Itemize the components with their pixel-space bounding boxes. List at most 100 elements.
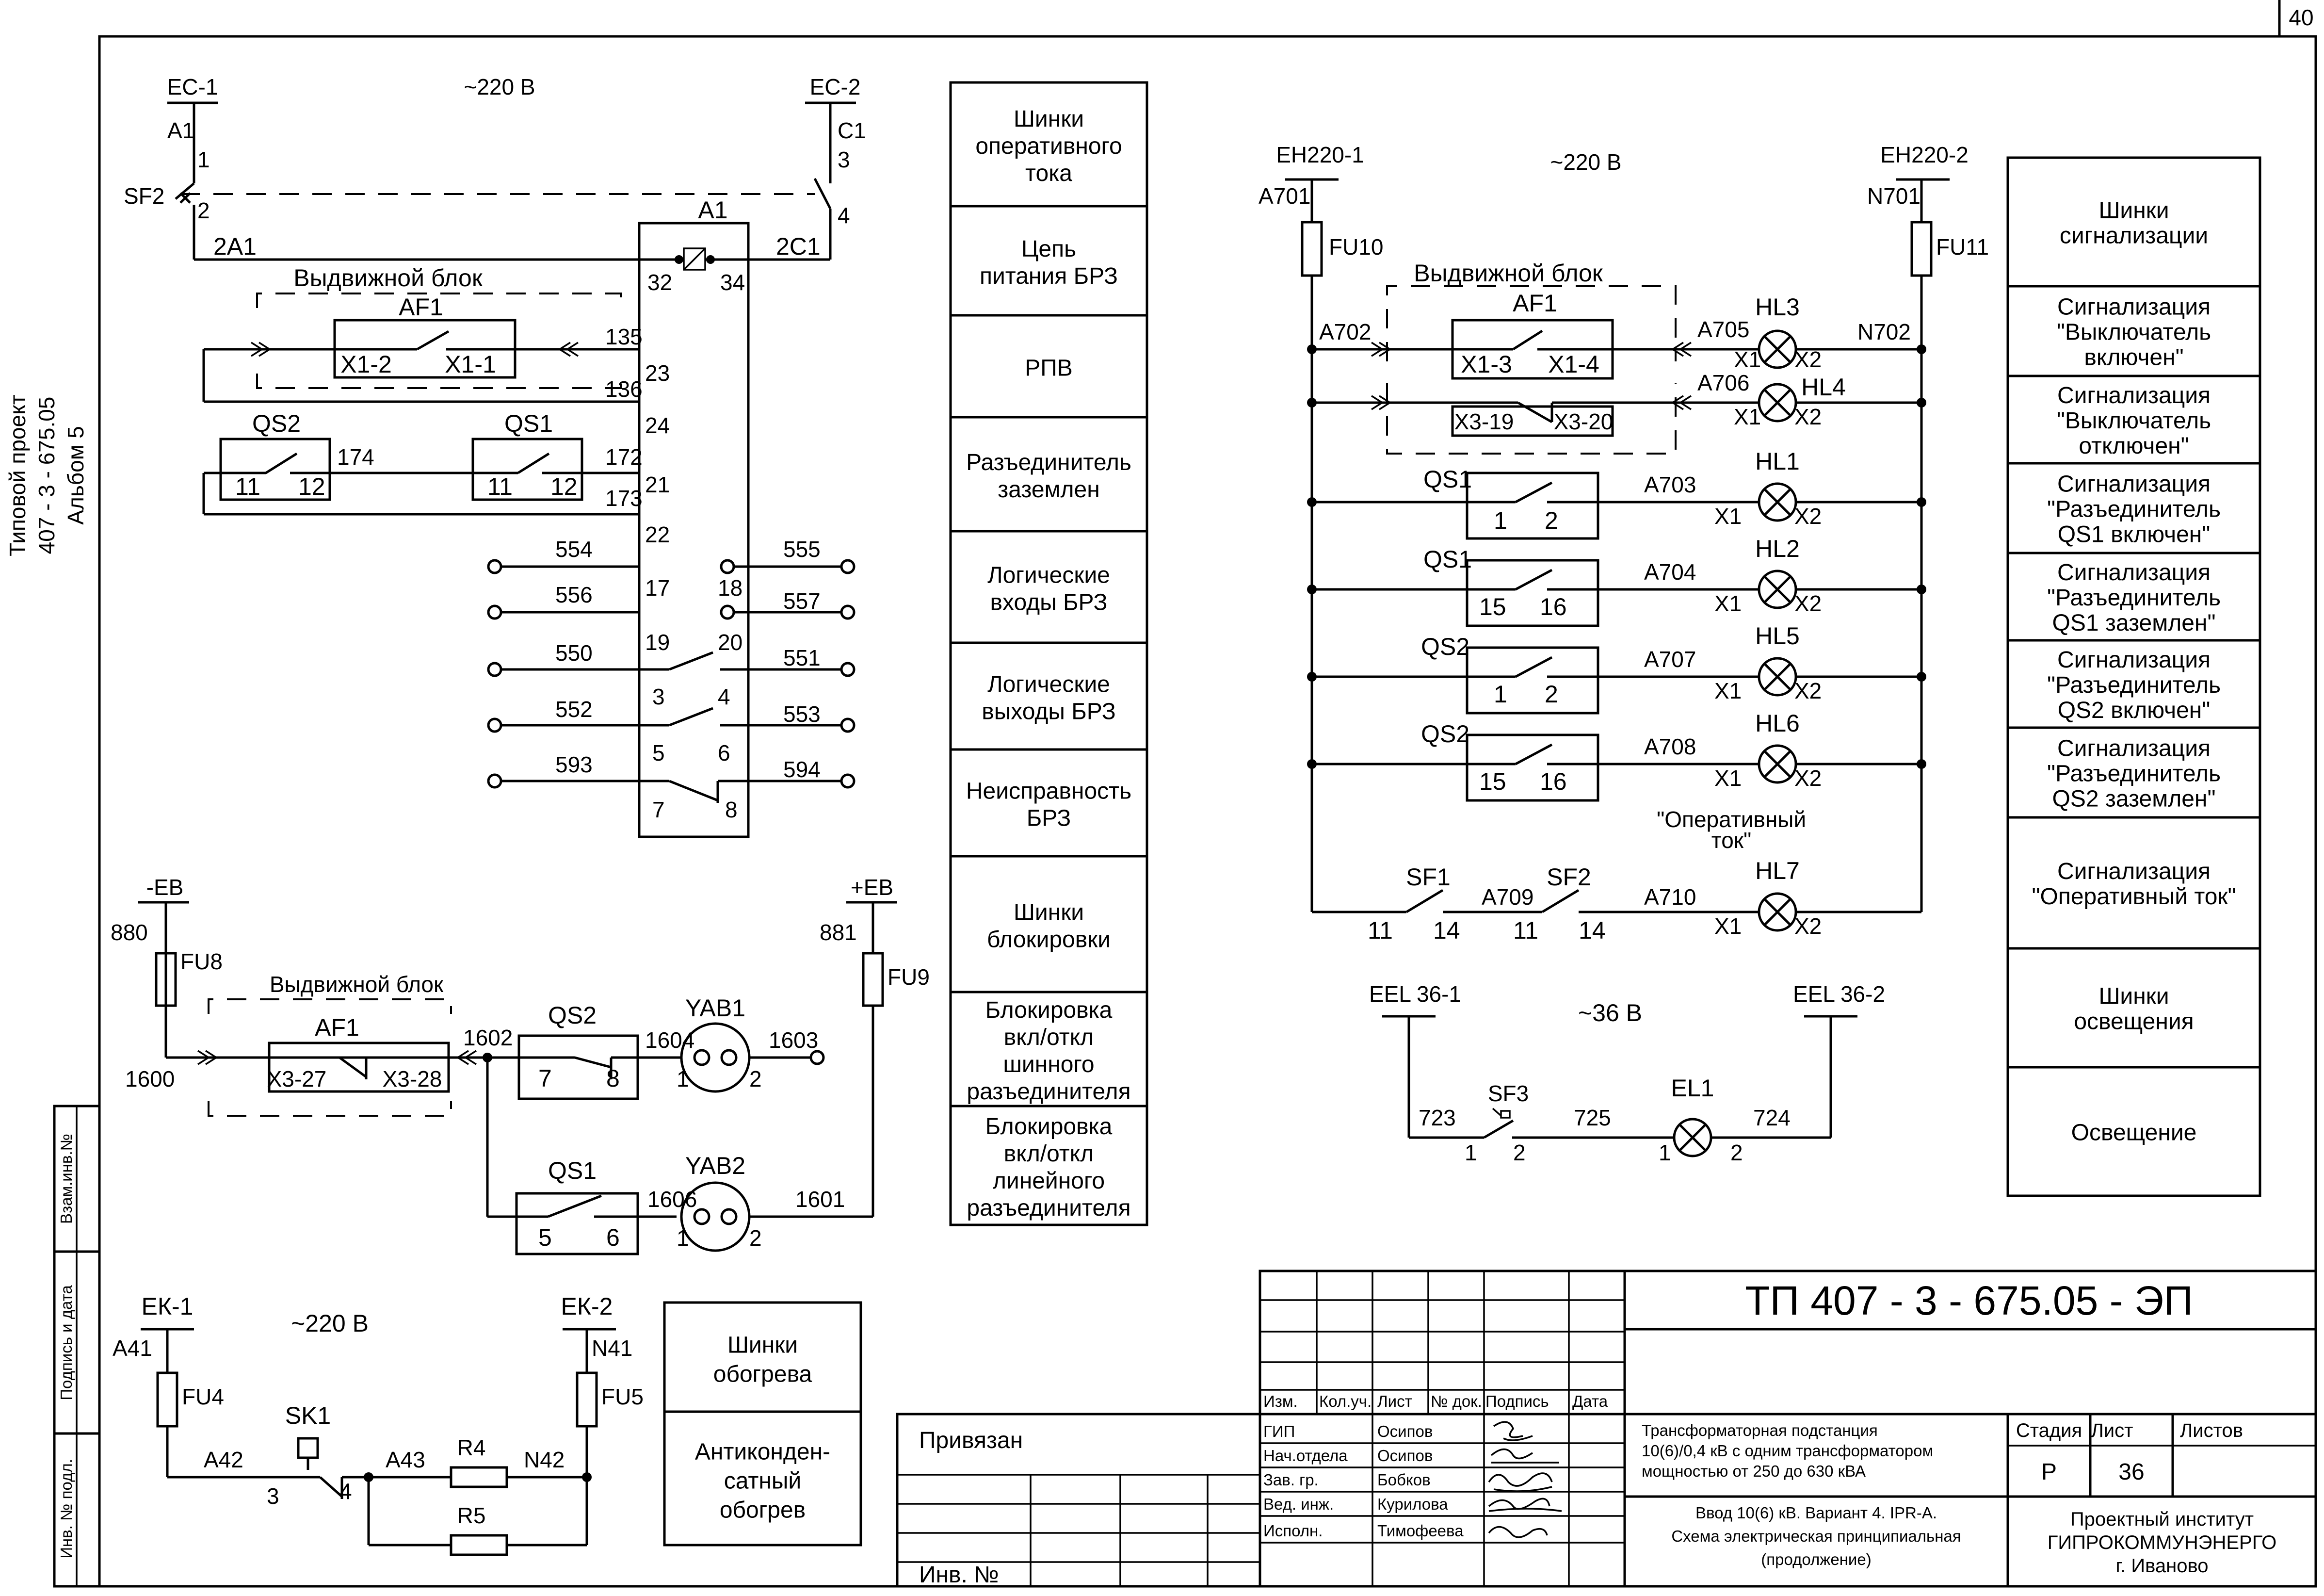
legend-right-text-3-3: отключен"	[2079, 433, 2189, 459]
stage-label: Стадия	[2016, 1420, 2082, 1441]
el1-label: EL1	[1671, 1075, 1714, 1102]
stamp-desc: Ввод 10(6) кВ. Вариант 4. IPR-A.Схема эл…	[1671, 1504, 1961, 1568]
col-qty: Кол.уч.	[1319, 1392, 1372, 1410]
row2-c15: 15	[1479, 593, 1506, 620]
legend-right-text-5-2: "Разъединитель	[2047, 585, 2221, 611]
wire-880: 880	[111, 920, 148, 945]
hl6-x1: Х1	[1714, 765, 1742, 791]
legend-heat-text-2-2: сатный	[724, 1468, 801, 1494]
project-label: Типовой проект 407 - 3 - 675.05 Альбом 5	[5, 394, 88, 556]
role-3: Зав. гр.	[1263, 1471, 1319, 1489]
hl4-x2: Х2	[1794, 404, 1822, 429]
el1-p1: 1	[1659, 1140, 1671, 1165]
pin-1: 1	[197, 147, 210, 172]
signature-grid: Изм. Кол.уч. Лист № док. Подпись Дата ГИ…	[1260, 1271, 1625, 1586]
term-20: 20	[718, 630, 742, 655]
hl4-label: HL4	[1801, 374, 1846, 401]
op-current-line1: "Оперативный	[1657, 807, 1806, 832]
project-label-line1: Типовой проект	[5, 394, 30, 556]
wire-136: 136	[605, 376, 643, 402]
fu8-label: FU8	[180, 949, 223, 974]
wire-2c1-label: 2С1	[776, 233, 821, 260]
logic-rows: 554 17 555 18 556 19 557 20 550 551 3 4 …	[488, 537, 854, 822]
col-sheet: Лист	[1377, 1392, 1412, 1410]
name-3: Бобков	[1377, 1471, 1431, 1489]
fu11-label: FU11	[1936, 234, 1989, 260]
legend-right-text-8-2: "Оперативный ток"	[2032, 884, 2236, 910]
wire-1602: 1602	[463, 1025, 513, 1050]
signal-diagram: ЕН220-1 ЕН220-2 ~220 В А701 N701 FU10 FU…	[1259, 142, 1989, 944]
row1-qs1: QS1	[1423, 466, 1472, 493]
legend-left-text-4-2: заземлен	[998, 477, 1100, 503]
x3-27-label: Х3-27	[267, 1066, 327, 1091]
qs1-c6: 6	[606, 1224, 620, 1251]
wire-553: 553	[783, 701, 821, 727]
signature-2	[1490, 1448, 1559, 1464]
legend-left-text-5-1: Логические	[987, 563, 1110, 588]
signature-5	[1488, 1526, 1548, 1538]
light-diagram: ЕЕL 36-1 ЕЕL 36-2 ~36 В 723 SF3 1 2 725 …	[1369, 981, 1885, 1165]
sheet-label: Лист	[2091, 1420, 2133, 1441]
legend-right-text-1-1: Шинки	[2098, 198, 2169, 224]
bus-ek2: ЕК-2	[561, 1293, 613, 1320]
wire-n42: N42	[524, 1447, 565, 1472]
wire-1601: 1601	[795, 1187, 845, 1212]
wire-a43: А43	[386, 1447, 425, 1472]
legend-left-text-7-1: Неисправность	[966, 779, 1131, 804]
legend-right-text-4-2: "Разъединитель	[2047, 497, 2221, 522]
wire-173: 173	[605, 486, 643, 511]
field-inv-orig: Инв. № подл.	[57, 1459, 75, 1559]
legend-right-text-7-3: QS2 заземлен"	[2052, 786, 2216, 812]
title-block: ТП 407 - 3 - 675.05 - ЭП Стадия Лист Лис…	[896, 1270, 2317, 1588]
qs1-c5: 5	[538, 1224, 552, 1251]
sf3-p2: 2	[1513, 1140, 1526, 1165]
hl2-label: HL2	[1755, 535, 1800, 562]
wire-593: 593	[555, 752, 593, 777]
hl7-label: HL7	[1755, 857, 1800, 884]
row1-c1: 1	[1494, 507, 1507, 534]
wire-a710: А710	[1644, 884, 1696, 910]
signature-3	[1488, 1472, 1553, 1492]
sf3-p1: 1	[1465, 1140, 1477, 1165]
legend-left-text-7-2: БРЗ	[1027, 806, 1071, 831]
wire-a707: А707	[1644, 647, 1696, 672]
light-voltage: ~36 В	[1578, 999, 1642, 1026]
legend-right-text-6-1: Сигнализация	[2057, 647, 2211, 673]
wire-n702: N702	[1857, 319, 1911, 344]
wire-1606: 1606	[647, 1187, 697, 1212]
legend-right-cell-10: Освещение	[2006, 1066, 2261, 1197]
wire-550: 550	[555, 640, 593, 666]
hl1-x2: Х2	[1794, 504, 1822, 529]
wire-a705: А705	[1697, 317, 1749, 342]
field-inv-replace: Взам.инв.№	[57, 1134, 75, 1224]
yab2-p1: 1	[677, 1225, 689, 1251]
term-34: 34	[720, 270, 745, 295]
sf3-label: SF3	[1488, 1081, 1529, 1106]
name-2: Осипов	[1377, 1447, 1433, 1465]
sk1-label: SK1	[285, 1402, 331, 1429]
legend-heat-text-2-1: Антиконден-	[695, 1439, 830, 1465]
col-change: Изм.	[1263, 1392, 1298, 1410]
signature-1	[1493, 1421, 1533, 1441]
legend-left-text-9-3: шинного	[1003, 1052, 1094, 1077]
unit-a1-label: А1	[698, 196, 727, 224]
yab2-p2: 2	[749, 1225, 762, 1251]
wire-552: 552	[555, 697, 593, 722]
term-23: 23	[645, 360, 670, 386]
bus-eh220-1: ЕН220-1	[1276, 142, 1364, 167]
term-4: 4	[718, 684, 730, 709]
hl1-x1: Х1	[1714, 504, 1742, 529]
yab1-p2: 2	[749, 1066, 762, 1091]
project-label-line3: Альбом 5	[63, 426, 88, 524]
el1-p2: 2	[1730, 1140, 1743, 1165]
